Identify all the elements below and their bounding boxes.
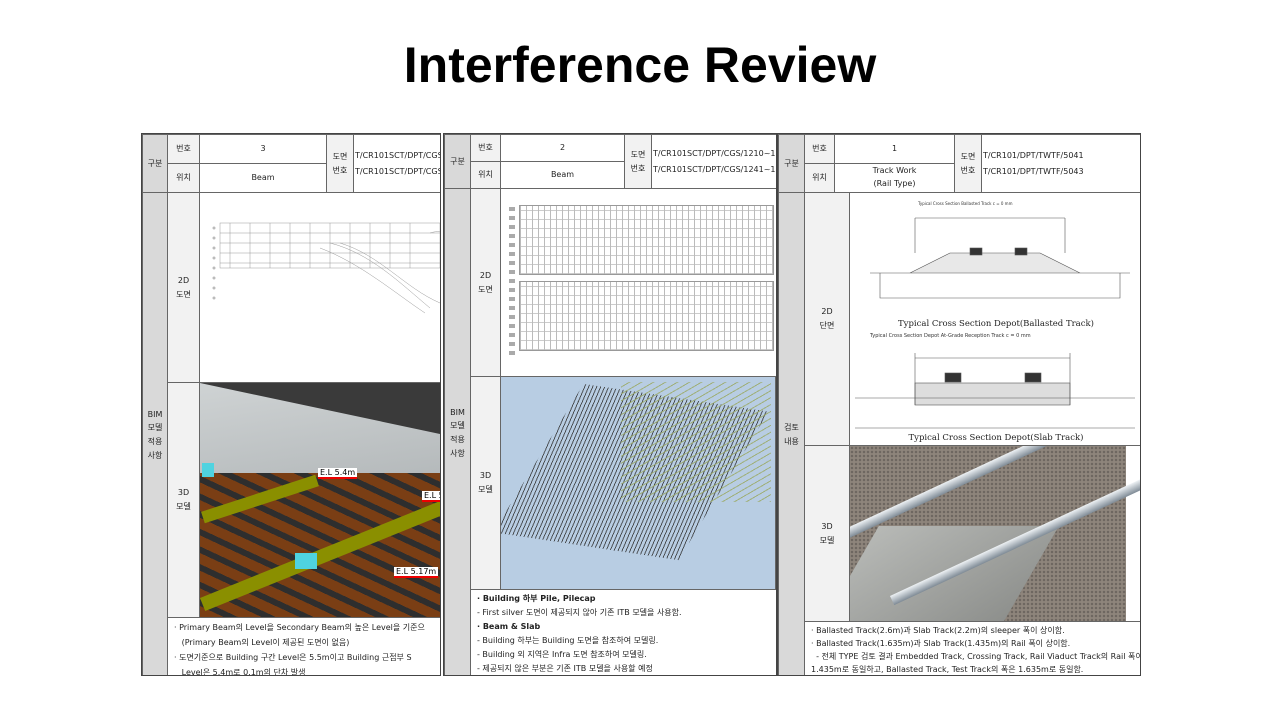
note-line: Level은 5.4m로 0.1m의 단차 발생 — [174, 668, 306, 676]
note-line: - First silver 도면이 제공되지 않아 기존 ITB 모델을 사용… — [477, 608, 682, 617]
3d-model-image — [500, 376, 776, 590]
location-value: Beam — [199, 163, 327, 193]
elevation-label: E.L 5 — [422, 491, 440, 502]
3d-label: 3D 모델 — [804, 445, 850, 622]
bim-label: BIM 모델 적용 사항 — [444, 188, 471, 675]
note-line: · 도면기준으로 Building 구간 Level은 5.5m이고 Build… — [174, 653, 412, 662]
3d-model-image: E.L 5.4m E.L 5 E.L 5.17m — [199, 382, 440, 618]
3d-label: 3D 모델 — [470, 376, 501, 590]
note-heading: · Beam & Slab — [477, 622, 541, 631]
number-label: 번호 — [804, 134, 835, 164]
elevation-label: E.L 5.4m — [318, 468, 358, 479]
drawing-no-value: T/CR101/DPT/TWTF/5043 — [983, 166, 1084, 176]
note-line: · Ballasted Track(2.6m)과 Slab Track(2.2m… — [811, 626, 1065, 635]
note-line: 1.435m로 동일하고, Ballasted Track, Test Trac… — [811, 665, 1084, 674]
notes: · Building 하부 Pile, Pilecap - First silv… — [470, 589, 776, 675]
plan-drawing-image — [212, 222, 440, 314]
note-line: - Building 하부는 Building 도면을 참조하여 모델링. — [477, 636, 659, 645]
category-label: 구분 — [778, 134, 805, 193]
drawing-subtitle: Typical Cross Section Depot At-Grade Rec… — [870, 333, 1031, 339]
note-line: - Building 외 지역은 Infra 도면 참조하여 모델링. — [477, 650, 647, 659]
note-line: (Primary Beam의 Level이 제공된 도면이 없음) — [174, 638, 350, 647]
location-label: 위치 — [470, 161, 501, 189]
notes: · Primary Beam의 Level을 Secondary Beam의 높… — [167, 617, 440, 676]
drawing-no-value: T/CR101SCT/DPT/CGS/1210~1210 — [653, 149, 776, 159]
2d-section-label: 2D 단면 — [804, 192, 850, 446]
bim-label: BIM 모델 적용 사항 — [142, 192, 168, 675]
ballasted-track-section — [855, 217, 1135, 429]
note-line: - 제공되지 않은 부분은 기존 ITB 모델을 사용할 예정 — [477, 664, 653, 673]
drawing-caption: Typical Cross Section Depot(Slab Track) — [908, 433, 1084, 443]
3d-label: 3D 모델 — [167, 382, 200, 618]
2d-drawing — [199, 192, 440, 383]
note-line: · Ballasted Track(1.635m)과 Slab Track(1.… — [811, 639, 1071, 648]
drawing-no-value: T/CR101/DPT/TWTF/5041 — [983, 151, 1084, 161]
number-value: 1 — [834, 134, 955, 164]
slide-title: Interference Review — [403, 37, 877, 93]
2d-drawing — [500, 188, 776, 377]
review-card-1: 구분 번호 1 위치 Track Work (Rail Type) 도면 번호 … — [777, 133, 1141, 676]
category-label: 구분 — [444, 134, 471, 189]
3d-model-image — [849, 445, 1140, 622]
drawing-no-label: 도면 번호 — [954, 134, 982, 193]
review-label: 검토 내용 — [778, 192, 805, 675]
2d-label: 2D 도면 — [470, 188, 501, 377]
notes: · Ballasted Track(2.6m)과 Slab Track(2.2m… — [804, 621, 1141, 675]
note-line: · Primary Beam의 Level을 Secondary Beam의 높… — [174, 623, 425, 632]
location-label: 위치 — [167, 163, 200, 193]
location-label: 위치 — [804, 163, 835, 193]
location-value: Track Work (Rail Type) — [834, 163, 955, 193]
drawing-no-label: 도면 번호 — [624, 134, 652, 189]
drawing-caption: Typical Cross Section Depot(Ballasted Tr… — [898, 319, 1094, 329]
drawing-no-value: T/CR101SCT/DPT/CGS/ — [355, 166, 441, 176]
2d-section-drawing: Typical Cross Section Ballasted Track c … — [849, 192, 1140, 446]
category-label: 구분 — [142, 134, 168, 193]
number-label: 번호 — [470, 134, 501, 162]
2d-label: 2D 도면 — [167, 192, 200, 383]
note-line: - 전체 TYPE 검토 결과 Embedded Track, Crossing… — [811, 652, 1141, 661]
drawing-no-value: T/CR101SCT/DPT/CGS/ — [355, 151, 441, 161]
note-heading: · Building 하부 Pile, Pilecap — [477, 594, 596, 603]
review-card-2: 구분 번호 2 위치 Beam 도면 번호 T/CR101SCT/DPT/CGS… — [443, 133, 777, 676]
number-label: 번호 — [167, 134, 200, 164]
drawing-no-value: T/CR101SCT/DPT/CGS/1241~1243 — [653, 164, 776, 174]
location-value: Beam — [500, 161, 625, 189]
number-value: 2 — [500, 134, 625, 162]
drawing-no-label: 도면 번호 — [326, 134, 354, 193]
review-card-3: 구분 번호 3 위치 Beam 도면 번호 T/CR101SCT/DPT/CGS… — [141, 133, 441, 676]
number-value: 3 — [199, 134, 327, 164]
drawing-subtitle: Typical Cross Section Ballasted Track c … — [918, 201, 1013, 206]
elevation-label: E.L 5.17m — [394, 567, 439, 578]
